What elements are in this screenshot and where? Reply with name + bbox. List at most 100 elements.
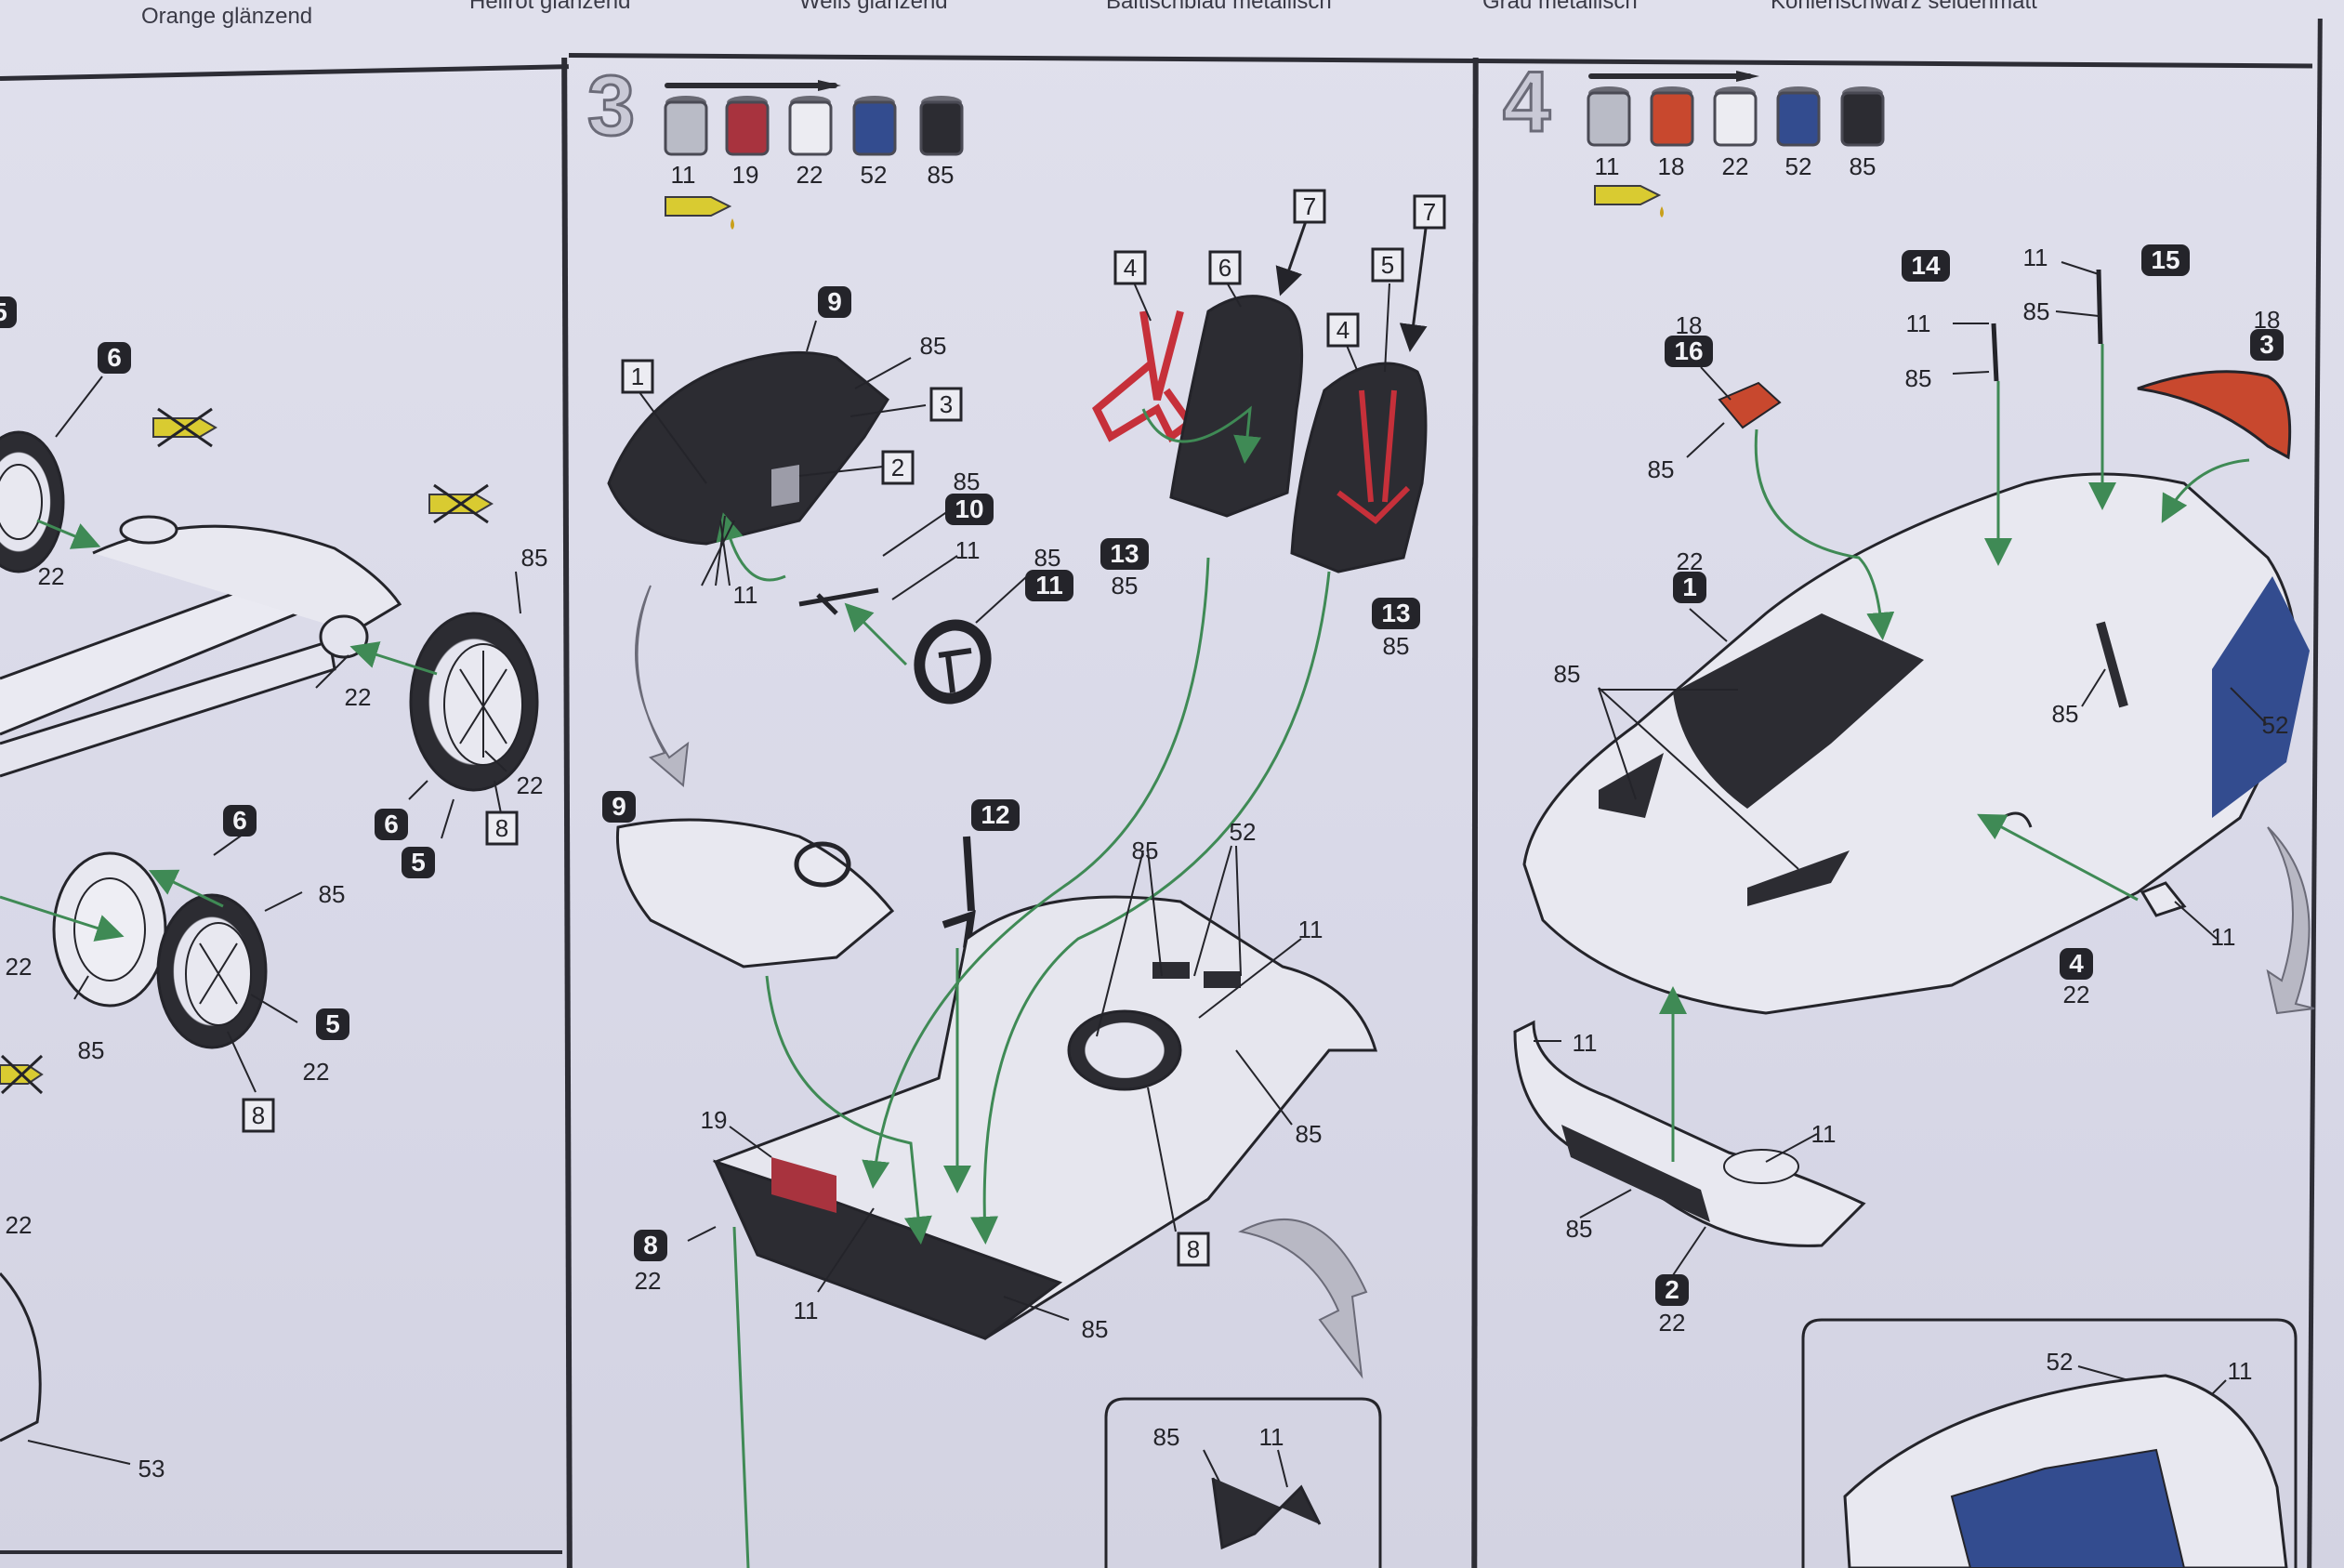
callout-text: 85	[1034, 544, 1061, 572]
callout-text: 5	[411, 848, 426, 876]
paint-code-label: 11	[2228, 1357, 2253, 1385]
part-number-box: 4	[1113, 250, 1147, 285]
wheel-icon	[0, 430, 65, 573]
step4-paint-pot-52	[1776, 86, 1821, 147]
part-number-badge: 15	[2141, 244, 2190, 276]
step3-paint-label: 22	[797, 161, 823, 189]
part-number-box: 8	[1177, 1232, 1210, 1267]
part-number-box: 3	[929, 387, 963, 422]
callout-text: 11	[2023, 244, 2048, 271]
step3-paint-pot-22	[788, 96, 833, 156]
part-number-badge: 10	[945, 494, 994, 525]
callout-text: 85	[319, 880, 346, 908]
paint-code-label: 52	[2262, 711, 2289, 739]
rotate-arrow-icon	[635, 585, 1368, 1379]
callout-text: 85	[1153, 1423, 1180, 1451]
callout-text: 4	[2069, 949, 2084, 978]
paint-code-label: 11	[1298, 916, 1323, 943]
paint-code-label: 11	[1811, 1120, 1837, 1148]
paint-code-label: 85	[1132, 837, 1159, 864]
rotate-arrow-icon	[2266, 826, 2315, 1015]
paint-code-label: 85	[954, 468, 981, 495]
step4-paint-label: 18	[1658, 152, 1685, 180]
wheel-icon	[156, 893, 268, 1049]
bottom-rule-left	[0, 1550, 562, 1554]
legend-grau: Grau metallisch	[1482, 0, 1638, 14]
shifter-part	[942, 836, 976, 949]
no-glue-icon	[152, 407, 217, 448]
paint-code-label: 11	[1573, 1029, 1598, 1057]
callout-text: 85	[954, 468, 981, 495]
step3-arrows	[716, 405, 1331, 1568]
callout-text: 9	[612, 792, 626, 821]
callout-text: 22	[635, 1267, 662, 1295]
legend-hellrot: Hellrot glänzend	[469, 0, 631, 14]
callout-text: 6	[232, 806, 247, 835]
paint-code-label: 11	[733, 581, 758, 609]
paint-code-label: 11	[955, 536, 981, 564]
callout-text: 8	[252, 1101, 265, 1129]
callout-text: 22	[303, 1058, 330, 1086]
callout-text: 85	[1905, 364, 1932, 392]
paint-code-label: 11	[1259, 1423, 1284, 1451]
callout-text: 19	[701, 1106, 728, 1134]
callout-text: 7	[1423, 198, 1436, 226]
left-chassis-drawing	[0, 515, 402, 1443]
callout-text: 11	[2228, 1357, 2253, 1385]
paint-code-label: 22	[2063, 981, 2090, 1008]
callout-text: 14	[1911, 251, 1941, 280]
paint-code-label: 52	[2047, 1348, 2074, 1376]
callout-text: 8	[1187, 1235, 1200, 1263]
paint-code-label: 22	[1659, 1309, 1686, 1337]
callout-text: 11	[733, 581, 758, 609]
paint-code-label: 11	[1906, 310, 1931, 337]
callout-text: 4	[1337, 316, 1350, 344]
callout-text: 22	[2063, 981, 2090, 1008]
steering-wheel-part	[914, 619, 992, 705]
part-number-badge: 8	[634, 1230, 667, 1261]
part-number-badge: 1	[1673, 572, 1706, 603]
no-glue-icon	[0, 1054, 44, 1095]
callout-text: 85	[2052, 700, 2079, 728]
callout-text: 13	[1110, 539, 1139, 568]
paint-code-label: 85	[1296, 1120, 1323, 1148]
part-number-badge: 12	[971, 799, 1020, 831]
paint-code-label: 85	[78, 1036, 105, 1064]
part-number-badge: 11	[1025, 570, 1073, 601]
callout-text: 11	[1906, 310, 1931, 337]
callout-text: 22	[1659, 1309, 1686, 1337]
callout-text: 6	[107, 343, 122, 372]
step4-glue-icon	[1594, 185, 1664, 217]
step3-black-arrows	[1275, 220, 1429, 352]
part-number-box: 8	[485, 810, 519, 846]
callout-text: 52	[2047, 1348, 2074, 1376]
interior-tub-part	[712, 895, 1377, 1340]
paint-code-label: 85	[1566, 1215, 1593, 1243]
paint-code-label: 85	[1153, 1423, 1180, 1451]
paint-code-label: 22	[303, 1058, 330, 1086]
seat-part	[1290, 362, 1428, 573]
callout-text: 11	[1259, 1423, 1284, 1451]
part-number-badge: 9	[818, 286, 851, 318]
step4-paint-pot-85	[1840, 86, 1885, 147]
step3-paint-pot-85	[919, 96, 964, 156]
callout-text: 53	[138, 1455, 165, 1482]
paint-code-label: 85	[1383, 632, 1410, 660]
paint-code-label: 85	[2023, 297, 2050, 325]
dash-shell-part	[615, 818, 895, 968]
callout-text: 12	[981, 800, 1009, 829]
paint-code-label: 11	[2023, 244, 2048, 271]
paint-code-label: 52	[1230, 818, 1257, 846]
part-number-badge: 9	[602, 791, 636, 823]
callout-text: 85	[2023, 297, 2050, 325]
part-number-badge: 5	[316, 1008, 349, 1040]
part-number-box: 8	[242, 1098, 275, 1133]
paint-code-label: 85	[1082, 1315, 1109, 1343]
callout-text: 5	[0, 297, 7, 326]
callout-text: 10	[955, 494, 983, 523]
step3-paint-label: 11	[671, 161, 696, 189]
callout-text: 2	[1665, 1275, 1679, 1304]
callout-text: 16	[1674, 336, 1703, 365]
callout-text: 85	[1112, 572, 1139, 600]
callout-text: 5	[325, 1009, 340, 1038]
